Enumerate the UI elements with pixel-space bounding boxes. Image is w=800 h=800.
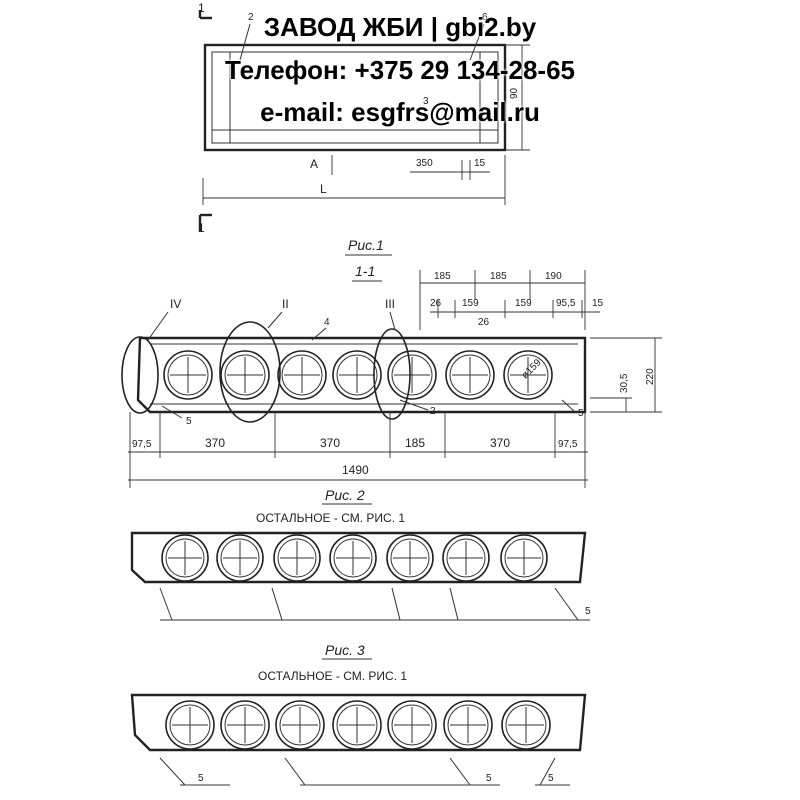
fig1-hollow-cores — [163, 350, 553, 400]
node-label-iii: III — [385, 297, 395, 311]
hollow-core — [165, 700, 215, 750]
leader-line — [449, 587, 459, 621]
hollow-core — [443, 700, 493, 750]
hollow-core — [332, 700, 382, 750]
section-mark-top: 1 — [198, 1, 205, 15]
fig1-bottom-dim: 185 — [405, 436, 425, 450]
fig1-bottom-dim: 370 — [320, 436, 340, 450]
hollow-core — [220, 700, 270, 750]
watermark-line-3: e-mail: esgfrs@mail.ru — [260, 97, 540, 127]
fig3-title: Рис. 3 — [325, 642, 365, 658]
plan-view: 1 2 6 3 90 A 350 15 L 1 — [198, 1, 530, 235]
fig1-diameter: ø159 — [520, 357, 544, 381]
fig1-sub-dim: 15 — [592, 298, 604, 309]
hollow-core — [386, 534, 434, 582]
figure-2: Рис. 2 ОСТАЛЬНОЕ - СМ. РИС. 1 5 — [130, 487, 591, 621]
fig1-callout-5b: 5 — [578, 408, 584, 419]
plan-callout-3: 3 — [423, 96, 429, 107]
fig1-top-dim: 190 — [545, 271, 562, 282]
leader-line — [159, 587, 173, 621]
fig2-hollow-cores — [161, 534, 548, 582]
node-label-iv: IV — [170, 297, 181, 311]
fig1-callout-2: 2 — [430, 406, 436, 417]
figure-1: Рис.1 1-1 185 185 190 26 159 159 95,5 15… — [121, 237, 662, 488]
fig1-callout-4: 4 — [324, 317, 330, 328]
node-label-ii: II — [282, 297, 289, 311]
fig1-bottom-dim: 97,5 — [558, 439, 578, 450]
fig1-bottom-dimensions: 97,5 370 370 185 370 97,5 1490 — [128, 412, 588, 488]
fig3-callout-5: 5 — [486, 773, 492, 784]
fig1-top-dimensions: 185 185 190 26 159 159 95,5 15 26 — [419, 270, 604, 330]
figure-3: Рис. 3 ОСТАЛЬНОЕ - СМ. РИС. 1 5 5 5 — [130, 642, 587, 786]
fig2-leaders — [159, 587, 579, 621]
fig1-top-dim: 185 — [490, 271, 507, 282]
fig2-callout-5: 5 — [585, 606, 591, 617]
fig2-slab-outline — [130, 531, 587, 584]
fig1-total-dim: 1490 — [342, 463, 369, 477]
fig1-section-label: 1-1 — [355, 263, 375, 279]
hollow-core — [501, 700, 551, 750]
fig1-dim-26b: 26 — [478, 317, 490, 328]
fig1-top-dim: 185 — [434, 271, 451, 282]
hollow-core — [163, 350, 213, 400]
fig3-hollow-cores — [165, 700, 551, 750]
plan-outline — [203, 43, 507, 152]
watermark-line-2: Телефон: +375 29 134-28-65 — [224, 55, 576, 85]
fig2-note: ОСТАЛЬНОЕ - СМ. РИС. 1 — [256, 511, 405, 525]
fig1-title: Рис.1 — [348, 237, 384, 253]
node-iv-outline — [121, 336, 159, 414]
hollow-core — [277, 350, 327, 400]
hollow-core — [445, 350, 495, 400]
fig1-bottom-dim: 370 — [490, 436, 510, 450]
node-ii-outline — [219, 321, 281, 423]
fig1-bottom-dim: 97,5 — [132, 439, 152, 450]
hollow-core — [329, 534, 377, 582]
node-iii-outline — [373, 328, 411, 420]
fig1-callout-5: 5 — [186, 416, 192, 427]
fig2-title: Рис. 2 — [325, 487, 365, 503]
plan-label-a: A — [310, 157, 318, 171]
plan-callout-6: 6 — [482, 12, 488, 23]
fig3-callout-5: 5 — [198, 773, 204, 784]
plan-dim-90: 90 — [509, 87, 520, 99]
plan-callout-2: 2 — [248, 12, 254, 23]
hollow-core — [216, 534, 264, 582]
leader-line — [271, 587, 283, 621]
hollow-core — [332, 350, 382, 400]
fig1-sub-dim: 26 — [430, 298, 442, 309]
fig1-sub-dim: 159 — [515, 298, 532, 309]
fig3-callout-5: 5 — [548, 773, 554, 784]
hollow-core — [387, 350, 437, 400]
hollow-core — [503, 350, 553, 400]
fig1-bottom-dim: 370 — [205, 436, 225, 450]
hollow-core — [275, 700, 325, 750]
hollow-core — [500, 534, 548, 582]
plan-dim-15: 15 — [474, 158, 486, 169]
plan-dim-350: 350 — [416, 158, 433, 169]
fig1-sub-dim: 95,5 — [556, 298, 576, 309]
hollow-core — [387, 700, 437, 750]
fig1-dim-30-5: 30,5 — [619, 373, 630, 393]
leader-line — [554, 587, 579, 621]
hollow-core — [442, 534, 490, 582]
hollow-core — [273, 534, 321, 582]
plan-label-l: L — [320, 182, 327, 196]
watermark-line-1: ЗАВОД ЖБИ | gbi2.by — [263, 12, 537, 42]
fig3-note: ОСТАЛЬНОЕ - СМ. РИС. 1 — [258, 669, 407, 683]
fig3-slab-outline — [130, 693, 587, 752]
fig1-sub-dim: 159 — [462, 298, 479, 309]
section-mark-bottom: 1 — [198, 221, 205, 235]
hollow-core — [220, 350, 270, 400]
leader-line — [391, 587, 401, 621]
plan-inner-outline — [211, 51, 499, 144]
hollow-core — [161, 534, 209, 582]
fig1-dim-220: 220 — [645, 368, 656, 385]
fig1-slab-outline — [136, 336, 587, 414]
